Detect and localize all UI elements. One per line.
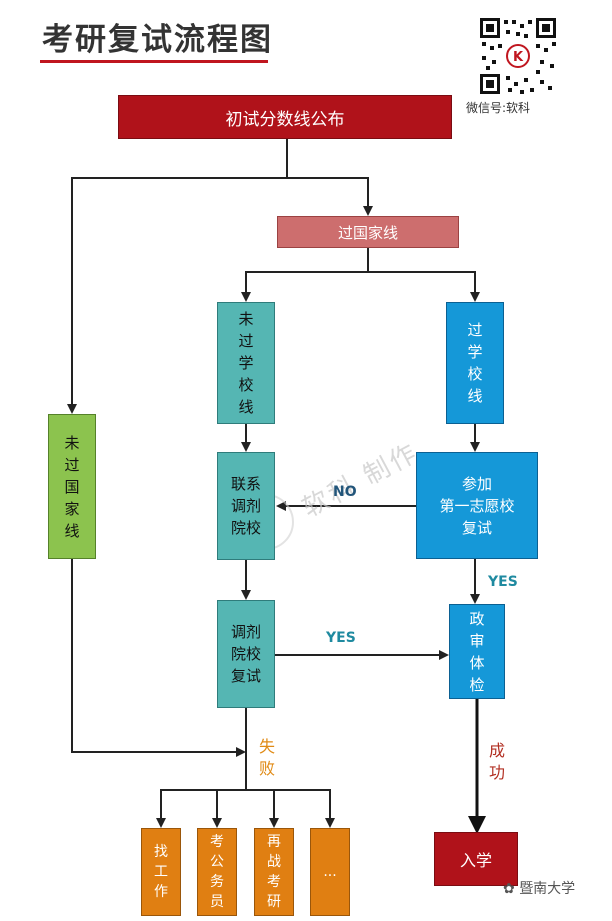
fail-national-line-node: 未过国家线 [48,414,96,559]
wechat-id-label: 微信号:软科 [466,101,531,115]
qr-code-icon: K [478,16,558,96]
outcome-civil-service: 考公务员 [197,828,237,916]
outcome-find-job: 找工作 [141,828,181,916]
page-title: 考研复试流程图 [42,22,273,58]
enrollment-node: 入学 [434,832,518,886]
svg-text:K: K [513,50,524,65]
title-underline [40,60,268,63]
adjustment-school-retest-node: 调剂院校复试 [217,600,275,708]
first-choice-retest-node: 参加第一志愿校复试 [416,452,538,559]
pass-national-line-node: 过国家线 [277,216,459,248]
yes-edge-label-adjustment: YES [326,630,356,646]
no-edge-label: NO [333,484,357,500]
score-line-announced-node: 初试分数线公布 [118,95,452,139]
failure-edge-label: 失败 [259,737,276,778]
footer-watermark: ✿ 暨南大学 [503,881,576,897]
outcome-retry-exam: 再战考研 [254,828,294,916]
contact-adjustment-school-node: 联系调剂院校 [217,452,275,560]
political-physical-check-node: 政审体检 [449,604,505,699]
yes-edge-label-first-choice: YES [488,574,518,590]
success-edge-label: 成功 [489,741,506,782]
fail-school-line-node: 未过学校线 [217,302,275,424]
wechat-icon: ✿ [503,881,520,897]
outcome-others: ... [310,828,350,916]
pass-school-line-node: 过学校线 [446,302,504,424]
